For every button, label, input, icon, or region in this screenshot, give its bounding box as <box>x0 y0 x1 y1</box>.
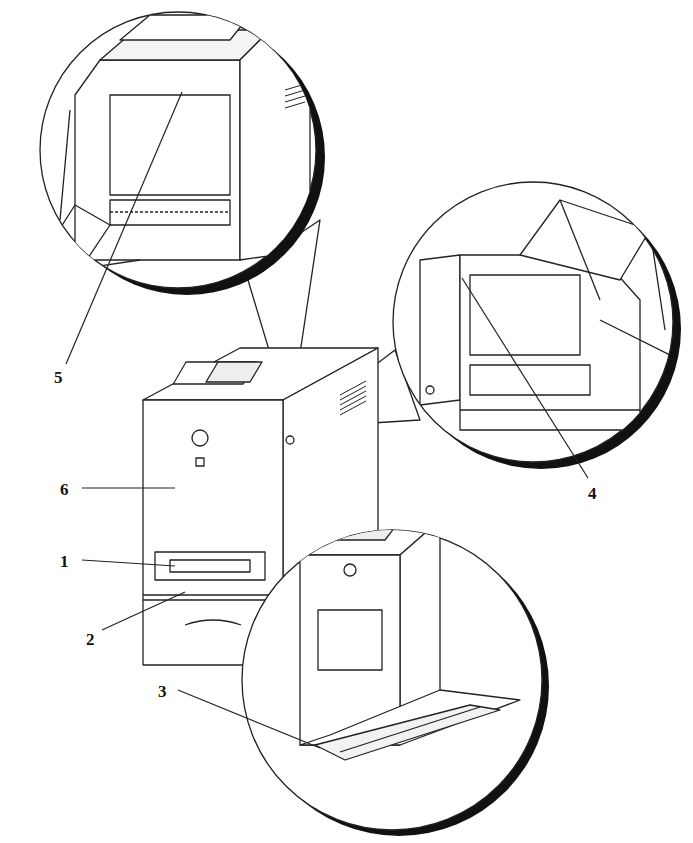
leader-line <box>66 92 588 748</box>
callout-number: 3 <box>156 682 169 701</box>
callout-number: 4 <box>586 484 599 503</box>
callout-number: 2 <box>84 630 97 649</box>
detail-circle <box>393 182 681 469</box>
detail-circle <box>242 500 549 836</box>
callout-number: 5 <box>52 368 65 387</box>
detail-circle <box>40 12 325 295</box>
callout-number: 6 <box>58 480 71 499</box>
callout-number: 1 <box>58 552 71 571</box>
